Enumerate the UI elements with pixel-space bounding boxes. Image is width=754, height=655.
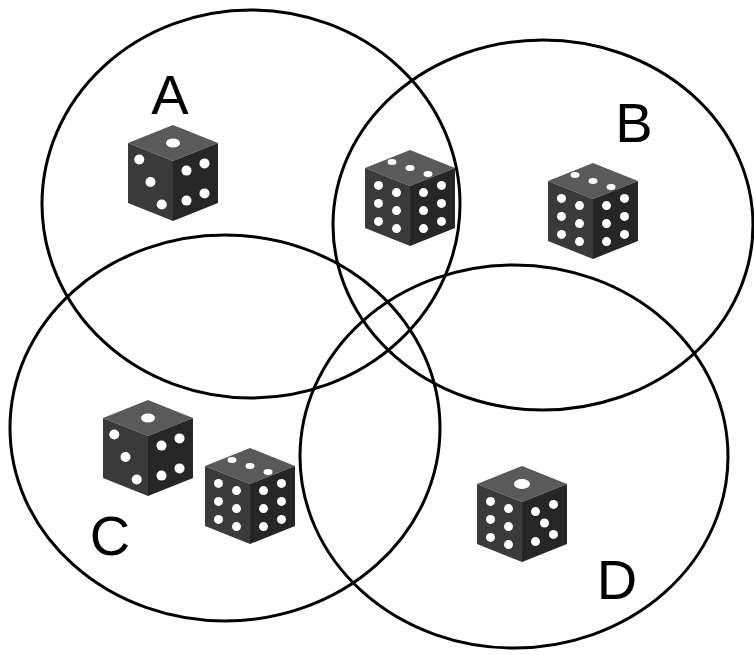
circle-outline [333,40,753,410]
set-circle: B [333,40,753,410]
set-label: C [90,508,130,564]
set-circle: D [300,265,728,648]
set-label: D [597,552,637,608]
set-circle: C [10,235,440,621]
set-circle: A [42,10,460,398]
set-label: B [615,95,652,151]
set-label: A [151,67,188,123]
circle-outline [10,235,440,621]
circle-outline [300,265,728,648]
circle-outline [42,10,460,398]
